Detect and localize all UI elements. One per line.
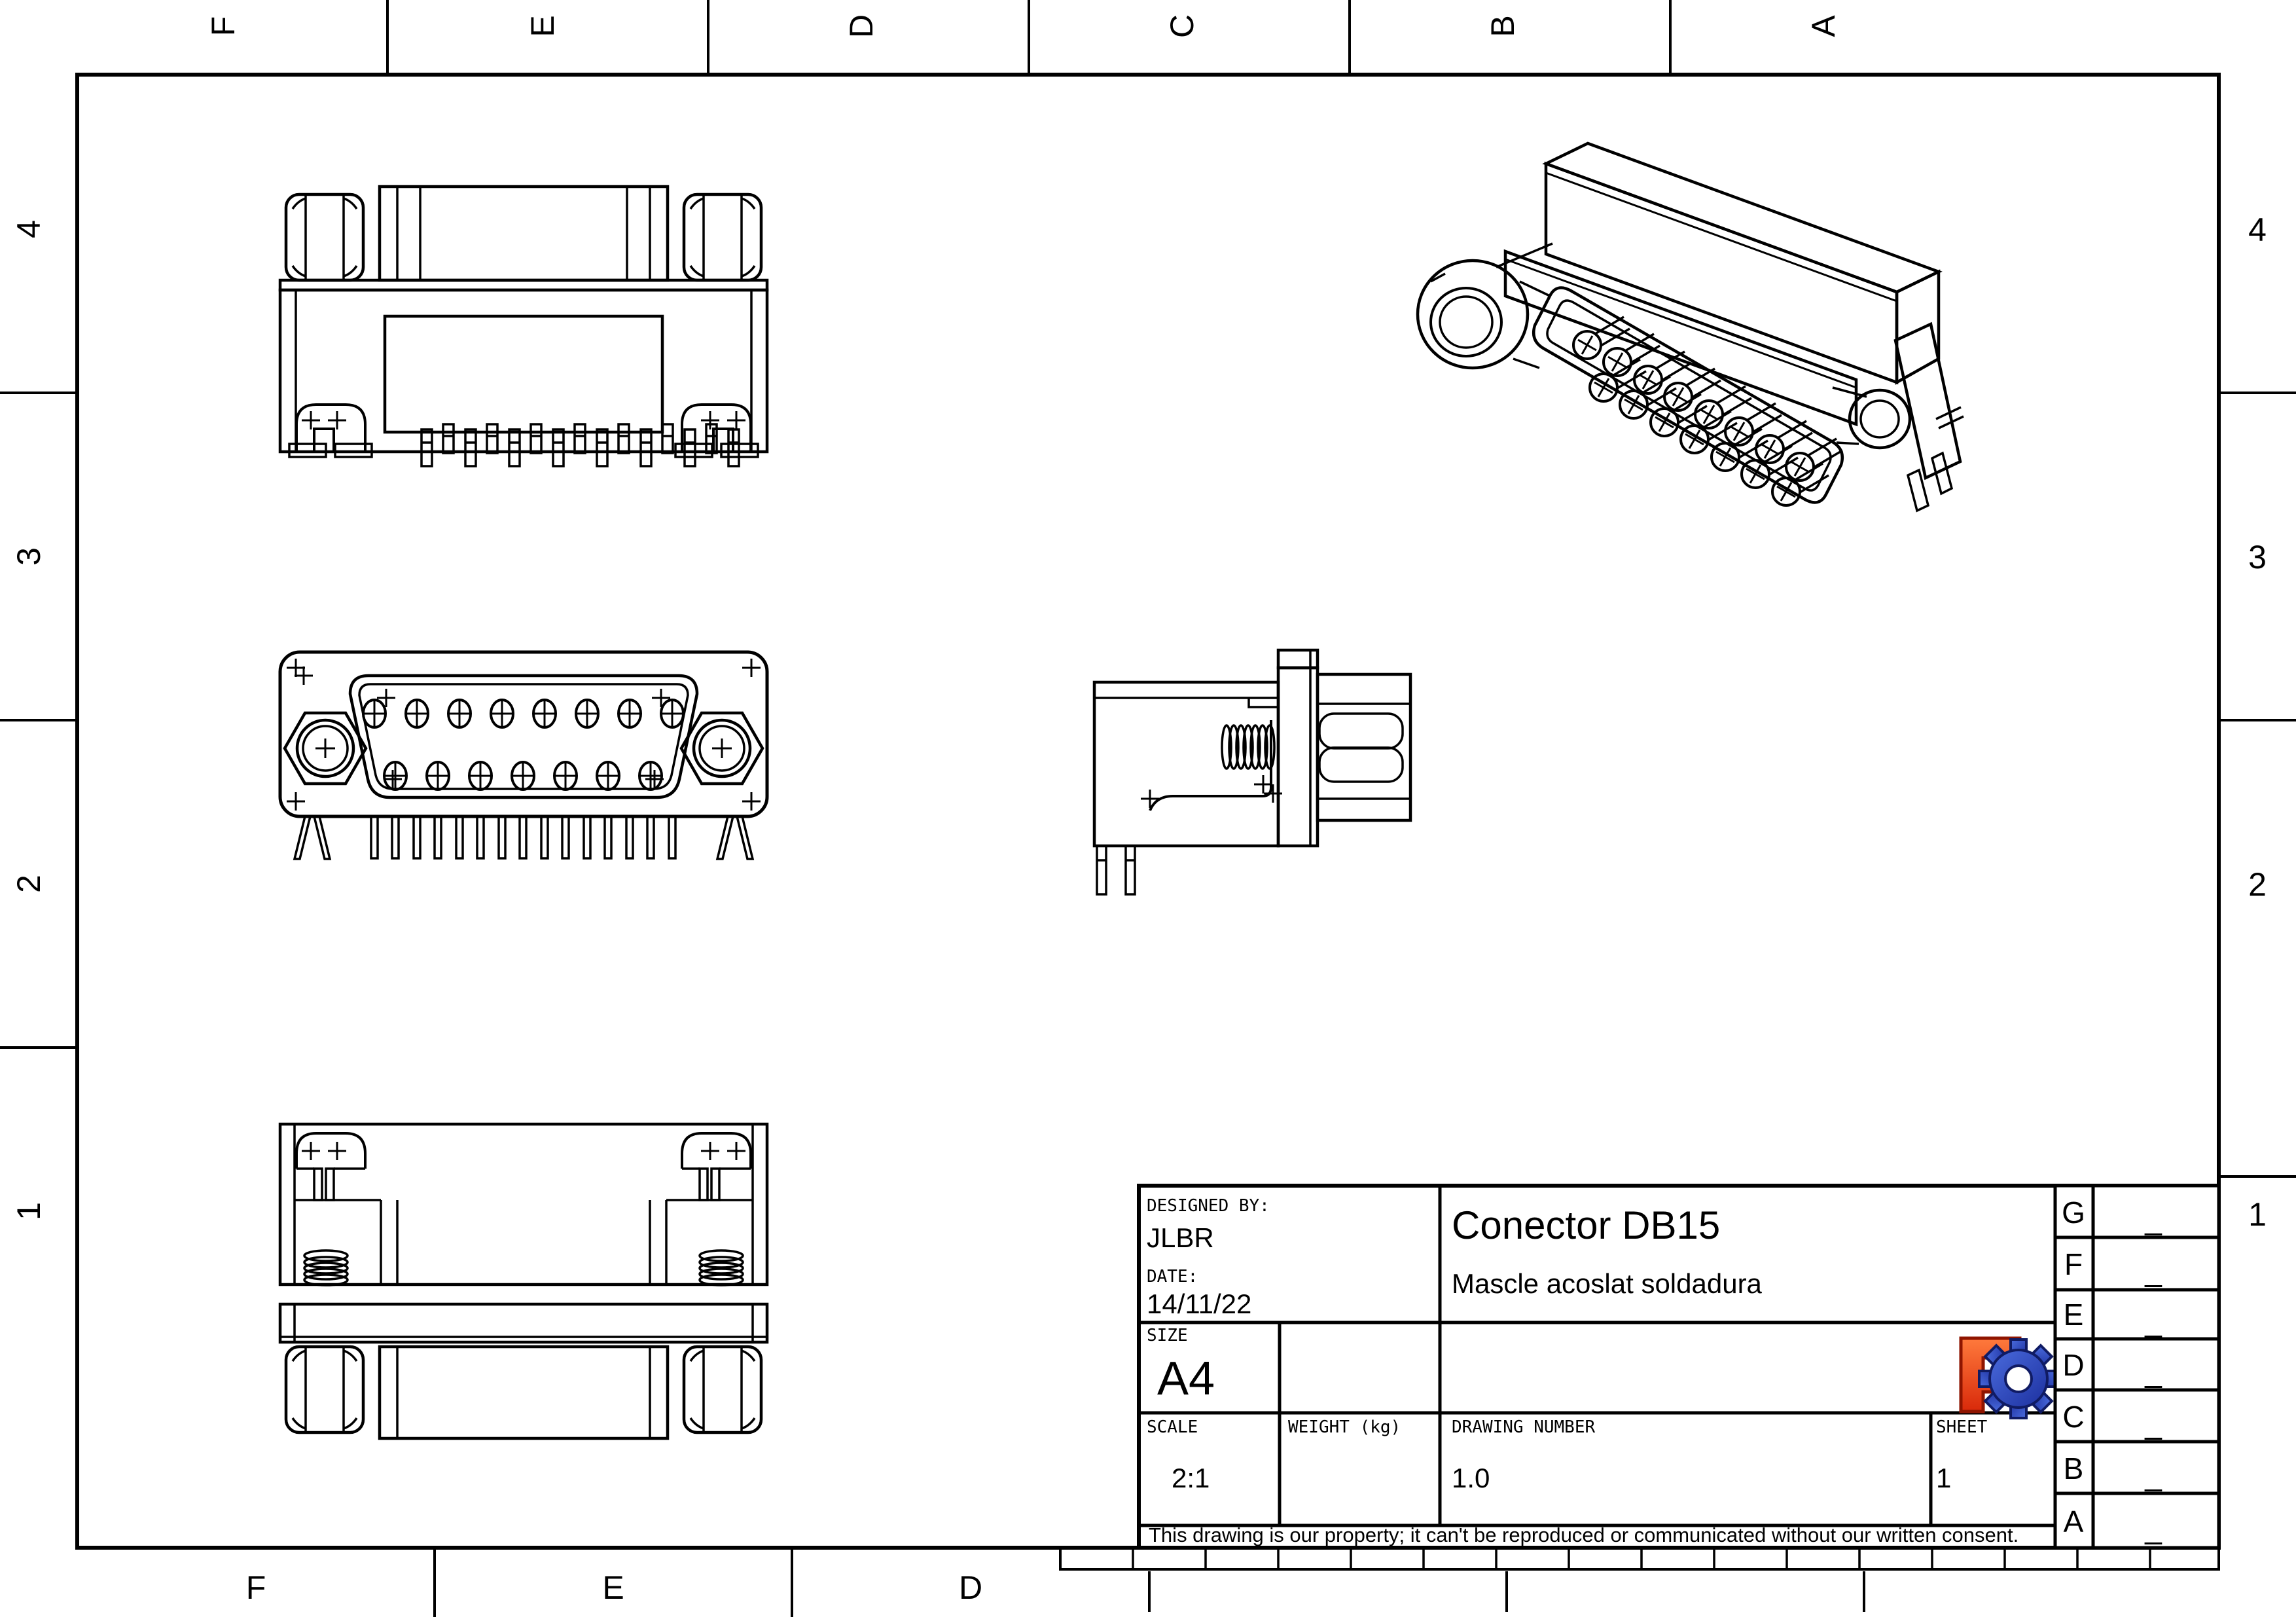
side-view [1092,648,1412,896]
standoff-side [1316,672,1412,822]
designed-by-label: DESIGNED BY: [1147,1196,1270,1216]
date-value: 14/11/22 [1147,1288,1251,1319]
revision-value: _ [2144,1304,2162,1338]
revision-value: _ [2144,1458,2162,1492]
threaded-stud-right [698,1249,744,1286]
revision-row: G _ [2062,1195,2162,1236]
revision-zone: G [2062,1195,2085,1230]
bottom-view [278,1122,769,1440]
drawing-subtitle: Mascle acoslat soldadura [1452,1268,1763,1299]
d-shroud [348,674,699,799]
revision-zone: F [2064,1247,2083,1281]
bracket-head-left [295,1132,367,1201]
ruler-comb [1059,1546,2220,1571]
weight-label: WEIGHT (kg) [1288,1417,1401,1437]
scale-label: SCALE [1147,1417,1198,1437]
drawing-title: Conector DB15 [1452,1203,1720,1247]
solder-legs-front [370,815,677,860]
scale-value: 2:1 [1172,1463,1210,1493]
revision-row: D _ [2062,1348,2162,1389]
jackscrew-nut-left [285,713,366,784]
drawing-number-value: 1.0 [1452,1463,1490,1493]
freecad-logo [1959,1336,2059,1419]
sheet-label: SHEET [1936,1417,1988,1437]
jackscrew-nut-right [681,713,762,784]
zone-label-top-f: F [205,16,242,37]
revision-zone: C [2062,1400,2084,1434]
solder-legs-side [1096,845,1136,896]
date-label: DATE: [1147,1267,1198,1286]
revision-row: E _ [2064,1298,2163,1338]
top-view [278,185,769,467]
revision-zone: D [2062,1348,2084,1382]
revision-value: _ [2144,1406,2162,1440]
revision-row: B _ [2064,1451,2163,1492]
zone-label-right-4: 4 [2248,211,2267,248]
revision-zone: B [2064,1451,2084,1486]
pin-field-front [362,699,685,791]
size-label: SIZE [1147,1326,1188,1345]
jackscrew-retainer-left [288,403,373,458]
revision-value: _ [2144,1355,2162,1389]
zone-labels: F E D C B A F E D 4 3 2 1 4 3 2 1 [10,14,2267,1606]
zone-label-right-1: 1 [2248,1196,2267,1233]
board-lock-right [715,815,755,860]
solder-pins-top-view [420,423,740,467]
front-view [278,650,769,860]
revision-row: F _ [2064,1247,2162,1288]
zone-label-top-e: E [524,15,561,37]
standoff-hex-left [286,194,363,280]
bracket-head-right [681,1132,752,1201]
zone-label-top-a: A [1805,15,1842,37]
zone-label-left-3: 3 [10,547,47,566]
designed-by-value: JLBR [1147,1222,1214,1253]
revision-row: C _ [2062,1400,2162,1440]
revision-row: A _ [2064,1504,2163,1545]
zone-label-left-2: 2 [10,875,47,893]
jackscrew-thread-side [1221,724,1276,770]
zone-label-right-3: 3 [2248,539,2267,575]
zone-label-left-1: 1 [10,1202,47,1220]
revision-value: _ [2144,1202,2162,1236]
revision-value: _ [2144,1254,2162,1288]
zone-label-bottom-e: E [602,1569,624,1606]
zone-label-left-4: 4 [10,220,47,238]
iso-pin-field [1572,316,1844,507]
revision-zone: A [2064,1504,2084,1539]
revision-zone: E [2064,1298,2084,1332]
gear-icon [1978,1338,2059,1419]
zone-label-top-d: D [843,14,880,38]
zone-label-bottom-f: F [246,1569,266,1606]
board-lock-left [293,815,332,860]
size-value: A4 [1157,1353,1215,1405]
zone-label-bottom-d: D [959,1569,982,1606]
title-block: DESIGNED BY: JLBR DATE: 14/11/22 Conecto… [1137,1184,2221,1550]
iso-right-end [1832,321,1964,513]
zone-label-top-c: C [1164,14,1200,38]
isometric-view [1416,141,1964,513]
zone-label-top-b: B [1484,15,1521,37]
drawing-number-label: DRAWING NUMBER [1452,1417,1595,1437]
threaded-stud-left [303,1249,349,1286]
zone-label-right-2: 2 [2248,866,2267,903]
standoff-hex-right [684,194,761,280]
iso-standoff-left [1416,242,1553,370]
revision-table: G _ F _ E _ D _ C _ B _ A _ [2053,1184,2221,1550]
revision-value: _ [2144,1511,2162,1545]
disclaimer-text: This drawing is our property; it can't b… [1149,1523,2018,1546]
sheet-value: 1 [1936,1463,1951,1493]
